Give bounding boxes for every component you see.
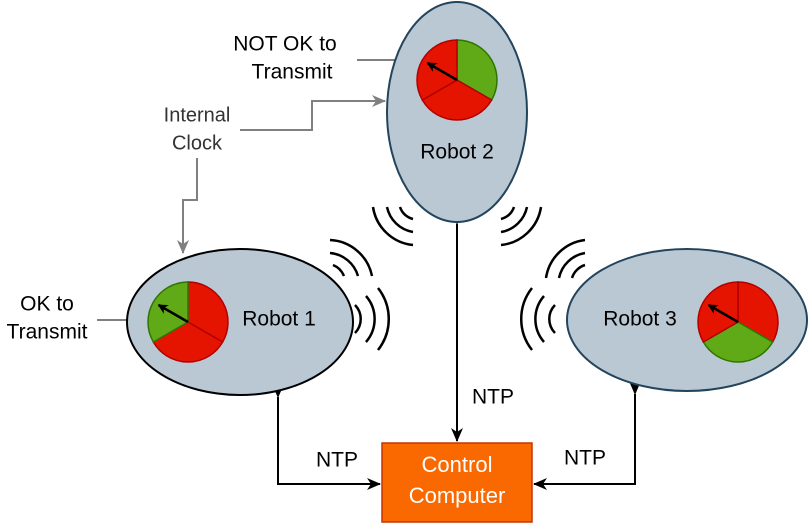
wireless-waves-robot1	[329, 238, 391, 351]
ntp-label-left: NTP	[316, 449, 358, 472]
robot-1-label: Robot 1	[242, 308, 316, 331]
not-ok-label-2: Transmit	[252, 61, 333, 84]
clock-hand	[707, 303, 739, 324]
robot-3: Robot 3	[566, 248, 808, 392]
ntp-label-right: NTP	[564, 447, 606, 470]
clock-icon	[147, 281, 229, 363]
not-ok-label: NOT OK to	[233, 33, 336, 56]
wireless-waves-robot3	[519, 238, 586, 351]
ok-label-2: Transmit	[7, 321, 88, 344]
robot-2-label: Robot 2	[420, 141, 494, 164]
ntp-label-center: NTP	[472, 386, 514, 409]
control-label-2: Computer	[409, 483, 506, 508]
clock-hand	[426, 61, 458, 82]
control-label-1: Control	[422, 452, 493, 477]
robot-3-label: Robot 3	[603, 308, 677, 331]
clock-hand	[157, 303, 189, 324]
ntp-links: NTP NTP NTP	[272, 211, 641, 490]
clock-icon	[697, 281, 779, 363]
robot-2: Robot 2	[386, 1, 528, 223]
ntp-link-robot1	[272, 384, 381, 490]
clock-icon	[416, 39, 498, 121]
internal-clock-label-2: Clock	[172, 132, 223, 154]
annotations: NOT OK to Transmit Internal Clock OK to …	[7, 33, 416, 344]
robot-1: Robot 1	[126, 248, 354, 396]
control-computer: Control Computer	[381, 442, 533, 523]
ntp-link-robot3	[533, 381, 641, 490]
ok-label: OK to	[20, 293, 74, 316]
internal-clock-label: Internal	[164, 104, 231, 126]
wireless-waves-robot2	[371, 206, 543, 247]
